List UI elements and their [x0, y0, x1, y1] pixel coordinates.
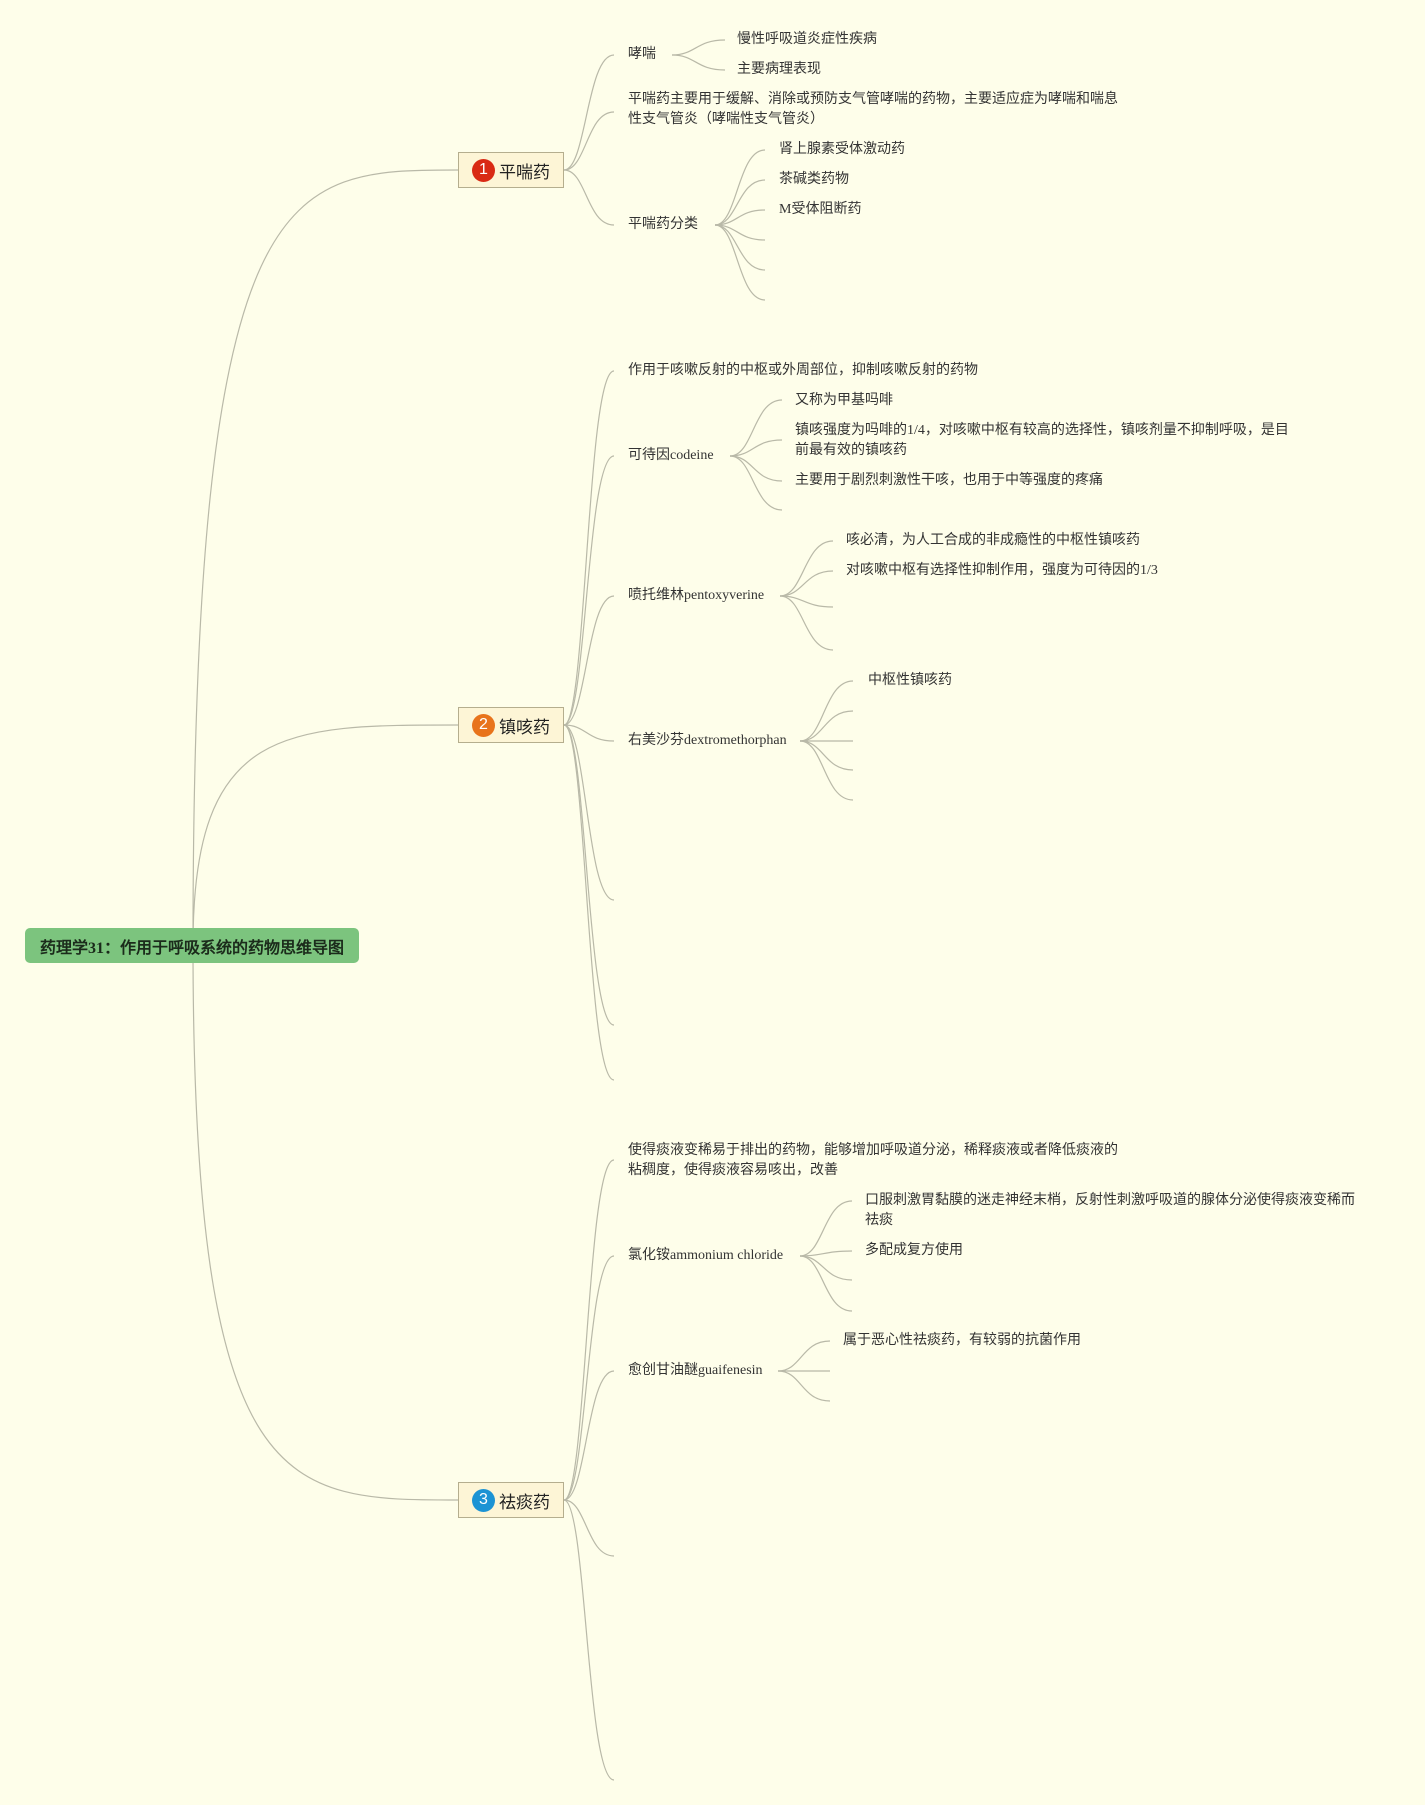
connector-line [729, 455, 783, 511]
connector-line [714, 149, 766, 226]
subtopic[interactable]: 慢性呼吸道炎症性疾病 [737, 32, 877, 47]
connector-line [671, 54, 726, 71]
branch-label: 祛痰药 [499, 1492, 550, 1512]
topic-guaifenesin[interactable]: 愈创甘油醚guaifenesin [628, 1363, 763, 1378]
subtopic[interactable]: 中枢性镇咳药 [868, 673, 952, 688]
connector-line [714, 179, 766, 226]
connector-line [799, 1255, 853, 1281]
subtopic[interactable]: 口服刺激胃黏膜的迷走神经末梢，反射性刺激呼吸道的腺体分泌使得痰液变稀而祛痰 [865, 1193, 1355, 1228]
connector-line [563, 724, 615, 1081]
connector-line [563, 1499, 615, 1557]
topic-codeine[interactable]: 可待因codeine [628, 448, 714, 463]
connector-line [729, 399, 783, 457]
connector-line [192, 944, 459, 1501]
connector-line [779, 570, 834, 597]
connector-line [192, 724, 459, 946]
topic-definition[interactable]: 作用于咳嗽反射的中枢或外周部位，抑制咳嗽反射的药物 [628, 363, 978, 378]
connector-line [671, 39, 726, 56]
connector-line [563, 54, 615, 171]
branch-label: 平喘药 [499, 162, 550, 182]
connector-line [799, 1255, 853, 1312]
connector-line [563, 724, 615, 1026]
connector-line [192, 169, 459, 946]
connector-line [714, 224, 766, 271]
root-node[interactable]: 药理学31：作用于呼吸系统的药物思维导图 [25, 928, 359, 963]
number-2-badge-icon: 2 [472, 713, 495, 737]
connector-line [714, 224, 766, 241]
connector-line [777, 1340, 831, 1372]
subtopic[interactable]: 又称为甲基吗啡 [795, 393, 893, 408]
number-3-badge-icon: 3 [472, 1488, 495, 1512]
connector-line [729, 439, 783, 457]
topic-ammonium-chloride[interactable]: 氯化铵ammonium chloride [628, 1248, 784, 1263]
connector-line [563, 1499, 615, 1781]
connector-line [563, 111, 615, 171]
topic-definition[interactable]: 平喘药主要用于缓解、消除或预防支气管哮喘的药物，主要适应症为哮喘和喘息性支气管炎… [628, 92, 1118, 127]
branch-node-antitussives[interactable]: 2 镇咳药 [458, 707, 564, 743]
connector-line [563, 1370, 615, 1501]
subtopic[interactable]: M受体阻断药 [779, 202, 862, 217]
connector-line [799, 740, 854, 801]
connector-line [779, 595, 834, 651]
connector-line [714, 209, 766, 226]
connector-line [563, 595, 615, 726]
subtopic[interactable]: 主要用于剧烈刺激性干咳，也用于中等强度的疼痛 [795, 473, 1103, 488]
connector-line [563, 1255, 615, 1501]
subtopic[interactable]: 属于恶心性祛痰药，有较弱的抗菌作用 [843, 1333, 1081, 1348]
topic-asthma[interactable]: 哮喘 [628, 47, 656, 62]
connector-line [799, 680, 854, 742]
connector-line [777, 1370, 831, 1402]
connector-line [799, 740, 854, 771]
connector-line [779, 595, 834, 608]
subtopic[interactable]: 主要病理表现 [737, 62, 821, 77]
branch-label: 镇咳药 [499, 717, 550, 737]
connector-line [563, 724, 615, 901]
number-1-badge-icon: 1 [472, 158, 495, 182]
connector-line [799, 1200, 853, 1257]
subtopic[interactable]: 茶碱类药物 [779, 172, 849, 187]
connector-line [779, 540, 834, 597]
connector-line [563, 1159, 615, 1501]
subtopic[interactable]: 多配成复方使用 [865, 1243, 963, 1258]
subtopic[interactable]: 镇咳强度为吗啡的1/4，对咳嗽中枢有较高的选择性，镇咳剂量不抑制呼吸，是目前最有… [795, 423, 1289, 458]
branch-node-asthma-drugs[interactable]: 1 平喘药 [458, 152, 564, 188]
connector-line [729, 455, 783, 482]
subtopic[interactable]: 对咳嗽中枢有选择性抑制作用，强度为可待因的1/3 [846, 563, 1158, 578]
topic-classification[interactable]: 平喘药分类 [628, 217, 698, 232]
connector-line [563, 370, 615, 726]
subtopic[interactable]: 咳必清，为人工合成的非成瘾性的中枢性镇咳药 [846, 533, 1140, 548]
topic-pentoxyverine[interactable]: 喷托维林pentoxyverine [628, 588, 765, 603]
connector-line [563, 455, 615, 726]
subtopic[interactable]: 肾上腺素受体激动药 [779, 142, 905, 157]
connector-line [799, 710, 854, 742]
branch-node-expectorants[interactable]: 3 祛痰药 [458, 1482, 564, 1518]
topic-definition[interactable]: 使得痰液变稀易于排出的药物，能够增加呼吸道分泌，稀释痰液或者降低痰液的粘稠度，使… [628, 1143, 1118, 1178]
connector-line [563, 724, 615, 742]
connector-line [714, 224, 766, 301]
connector-line [563, 169, 615, 226]
topic-dextromethorphan[interactable]: 右美沙芬dextromethorphan [628, 733, 787, 748]
